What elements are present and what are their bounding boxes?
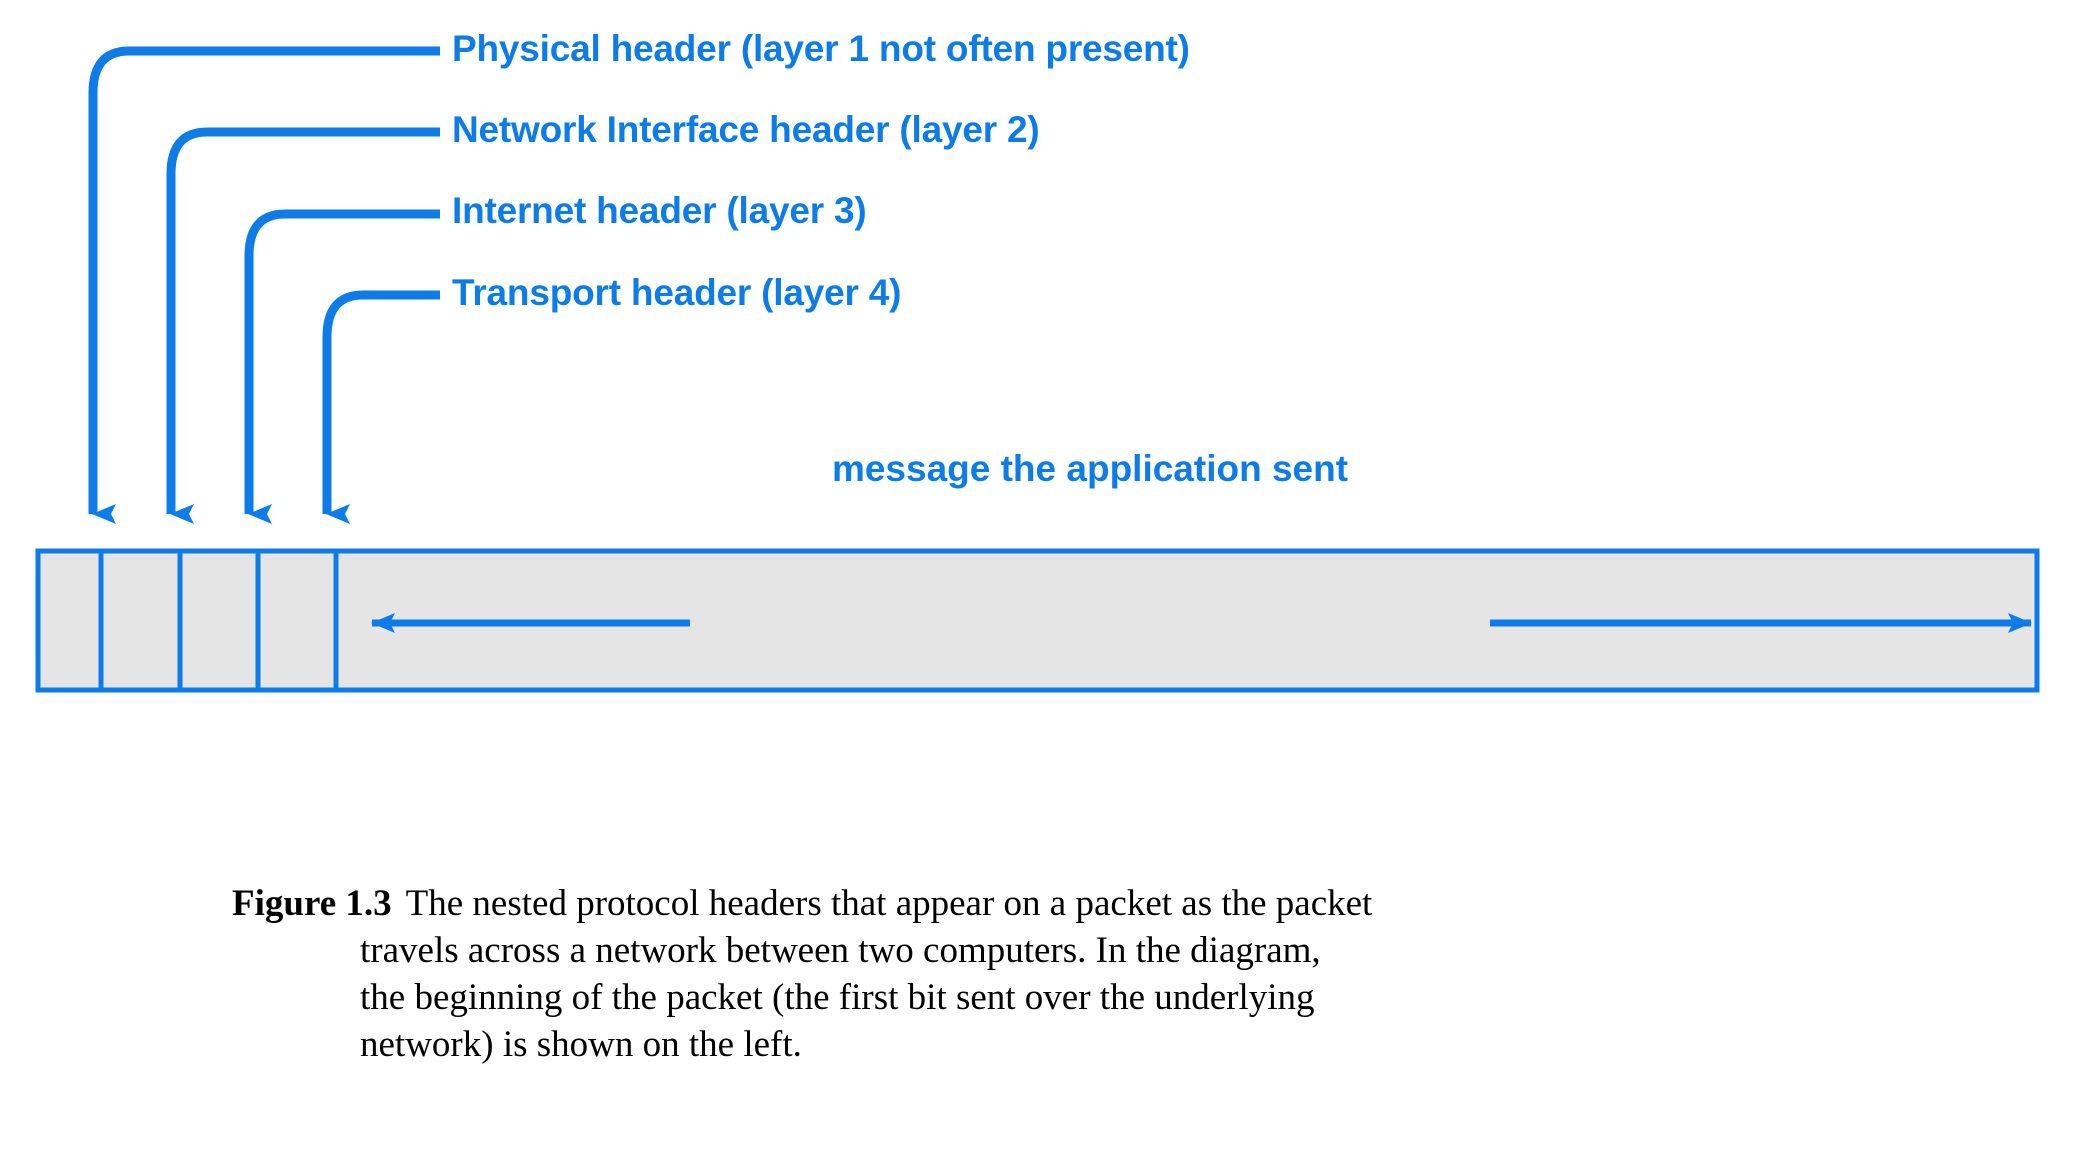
caption-line-2: travels across a network between two com… xyxy=(360,930,1321,971)
callout-connector-internet xyxy=(244,209,440,524)
caption-text-line-1: The nested protocol headers that appear … xyxy=(405,883,1373,924)
callout-label-internet-header: Internet header (layer 3) xyxy=(452,190,867,231)
callout-label-physical-header: Physical header (layer 1 not often prese… xyxy=(452,28,1190,69)
callout-connector-network-interface xyxy=(166,127,440,524)
callout-connector-physical xyxy=(88,46,440,524)
callout-connector-transport xyxy=(322,290,440,524)
caption-line-1: Figure 1.3 The nested protocol headers th… xyxy=(232,880,1632,927)
packet-header-diagram xyxy=(35,46,2040,693)
caption-figure-number: Figure 1.3 xyxy=(232,883,392,924)
callout-label-network-interface-header: Network Interface header (layer 2) xyxy=(452,109,1040,150)
caption-line-4: network) is shown on the left. xyxy=(360,1024,802,1065)
message-span-label: message the application sent xyxy=(831,448,1349,489)
figure-caption: Figure 1.3 The nested protocol headers th… xyxy=(232,880,1632,1068)
callout-label-transport-header: Transport header (layer 4) xyxy=(452,272,902,313)
caption-line-3: the beginning of the packet (the first b… xyxy=(360,977,1315,1018)
